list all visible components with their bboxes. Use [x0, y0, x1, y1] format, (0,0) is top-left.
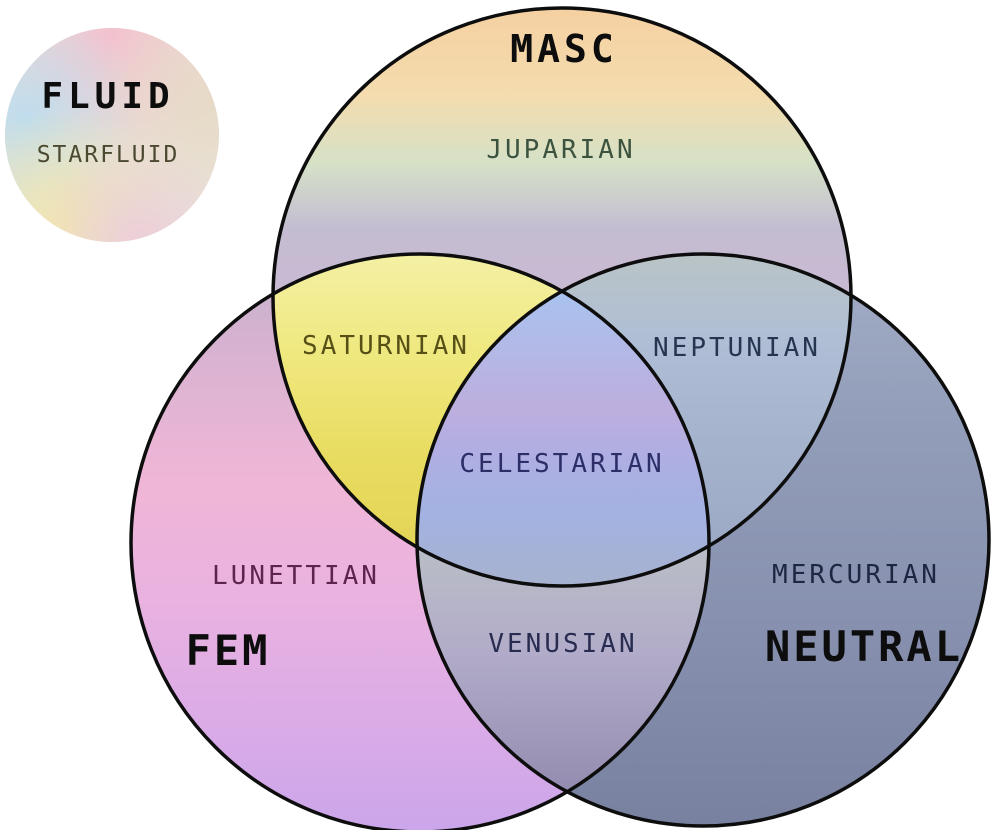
- masc-label: MASC: [510, 27, 618, 71]
- neutral-circle-outline: [415, 252, 991, 828]
- fluid-label: FLUID: [41, 76, 174, 117]
- fem-label: FEM: [186, 626, 271, 675]
- fluid-circle: [5, 28, 219, 242]
- celestarian-label: CELESTARIAN: [459, 449, 664, 479]
- neptunian-region: [562, 253, 852, 546]
- fluid-circle-warm-right: [5, 28, 219, 242]
- celestarian-region: [416, 291, 710, 587]
- lunettian-label: LUNETTIAN: [212, 561, 380, 591]
- mercurian-label: MERCURIAN: [772, 560, 940, 590]
- starfluid-label: STARFLUID: [37, 142, 180, 168]
- neutral-label: NEUTRAL: [765, 622, 963, 671]
- saturnian-label: SATURNIAN: [302, 331, 470, 361]
- juparian-label: JUPARIAN: [486, 135, 635, 165]
- venusian-label: VENUSIAN: [488, 629, 637, 659]
- neptunian-label: NEPTUNIAN: [653, 333, 821, 363]
- saturnian-region: [272, 253, 562, 547]
- fem-circle-outline: [129, 252, 711, 830]
